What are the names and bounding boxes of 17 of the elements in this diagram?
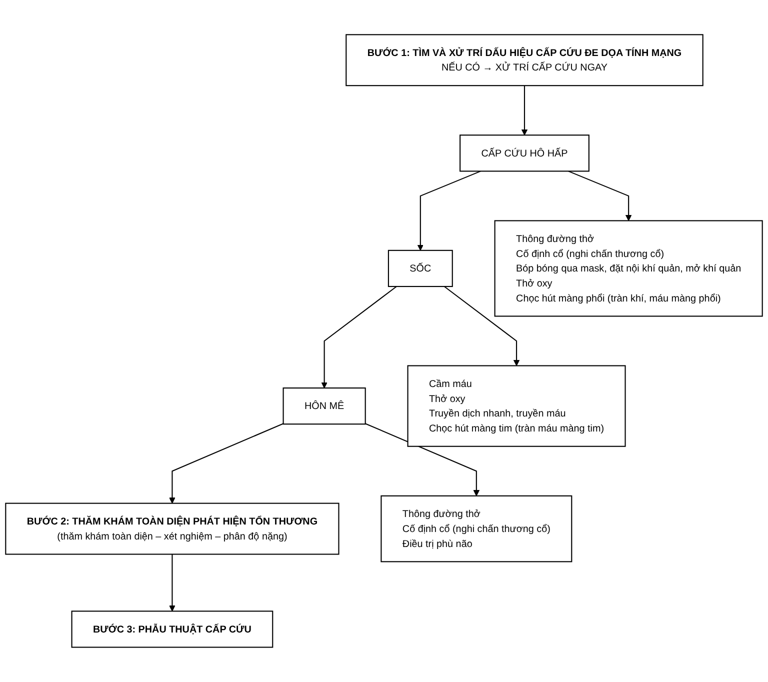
arrow	[521, 86, 528, 136]
node-box: BƯỚC 2: THĂM KHÁM TOÀN DIỆN PHÁT HIỆN TỔN THƯƠNG (thăm khám toàn diện – xét nghiệm – phân độ nặng)	[5, 502, 340, 555]
arrow	[444, 286, 520, 366]
arrow	[417, 170, 481, 251]
node-box: BƯỚC 1: TÌM VÀ XỬ TRÍ DẤU HIỆU CẤP CỨU ĐE DỌA TÍNH MẠNG NẾU CÓ → XỬ TRÍ CẤP CỨU NGAY	[346, 34, 704, 86]
node-box: Thông đường thở Cố định cổ (nghi chấn thương cổ) Điều trị phù não	[380, 495, 572, 562]
node-box: SỐC	[388, 250, 453, 288]
arrow	[169, 423, 284, 504]
arrow	[365, 423, 480, 496]
arrow	[169, 554, 176, 612]
node-box: HÔN MÊ	[282, 388, 366, 425]
node-box: Cầm máu Thở oxy Truyền dịch nhanh, truyền máu Chọc hút màng tim (tràn máu màng tim)	[407, 365, 626, 447]
arrow	[568, 170, 632, 222]
node-box: BƯỚC 3: PHẪU THUẬT CẤP CỨU	[71, 610, 274, 648]
node-box: CẤP CỨU HÔ HẤP	[460, 134, 590, 172]
arrow	[321, 286, 397, 388]
node-box: Thông đường thở Cố định cổ (nghi chấn thương cổ) Bóp bóng qua mask, đặt nội khí quản, mở khí quản Thở oxy Chọc hút màng phổi (tràn khí, máu màng phổi)	[494, 220, 763, 317]
